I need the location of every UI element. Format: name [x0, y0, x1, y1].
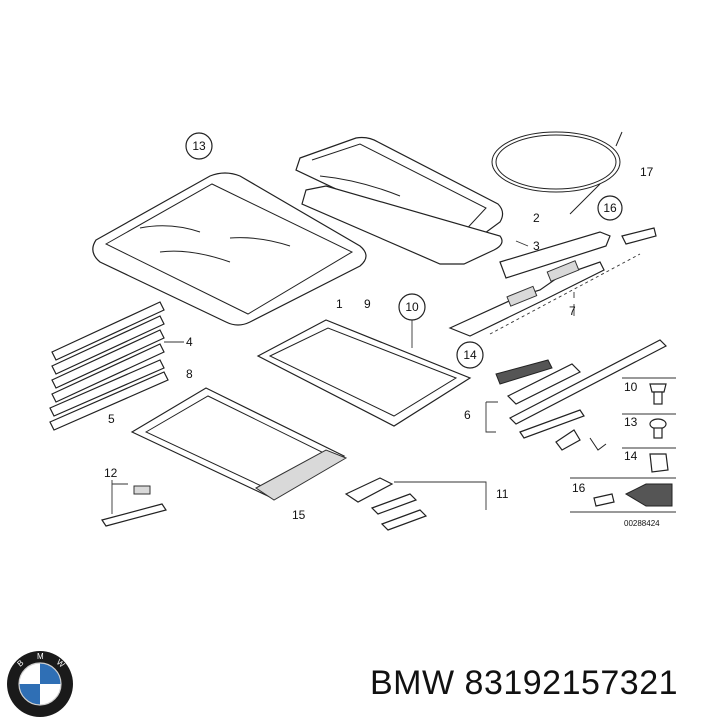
upper-glass-panel — [295, 136, 504, 265]
svg-text:M: M — [37, 652, 44, 661]
callout-11: 11 — [496, 487, 509, 501]
legend-label-13: 13 — [624, 415, 638, 429]
brackets-11 — [344, 477, 487, 531]
callout-17: 17 — [640, 165, 654, 179]
sunshade — [130, 387, 348, 501]
legend-label-14: 14 — [624, 449, 638, 463]
doc-number: 00288424 — [624, 519, 660, 528]
callout-1: 1 — [336, 297, 343, 311]
glass-panel-13 — [92, 172, 367, 326]
callout-3: 3 — [533, 239, 540, 253]
callout-6: 6 — [464, 408, 471, 422]
callout-12: 12 — [104, 466, 118, 480]
callout-circle-14 — [456, 341, 484, 369]
strips-4 — [49, 301, 184, 431]
callout-8: 8 — [186, 367, 193, 381]
guide-rail-7 — [448, 227, 657, 337]
callout-9: 9 — [364, 297, 371, 311]
callout-14: 14 — [463, 348, 477, 362]
bmw-logo: B M W — [7, 651, 73, 717]
callout-15: 15 — [292, 508, 306, 522]
seal-ring-17 — [491, 131, 623, 215]
callout-4: 4 — [186, 335, 193, 349]
drive-set-6 — [485, 339, 668, 451]
legend-label-16: 16 — [572, 481, 586, 495]
callout-2: 2 — [533, 211, 540, 225]
parts-12 — [101, 480, 167, 527]
svg-text:B: B — [16, 658, 26, 668]
part-caption: BMW 83192157321 — [370, 664, 679, 702]
callout-5: 5 — [108, 412, 115, 426]
leader-3 — [515, 240, 529, 247]
fastener-legend — [570, 377, 676, 513]
callout-7: 7 — [569, 304, 576, 318]
callout-13: 13 — [192, 139, 206, 153]
svg-text:W: W — [55, 658, 67, 670]
callout-circle-16 — [597, 195, 623, 221]
frame-10 — [256, 319, 472, 427]
callout-16: 16 — [603, 201, 617, 215]
legend-label-10: 10 — [624, 380, 638, 394]
callout-10: 10 — [405, 300, 419, 314]
callout-circle-13 — [185, 132, 213, 160]
